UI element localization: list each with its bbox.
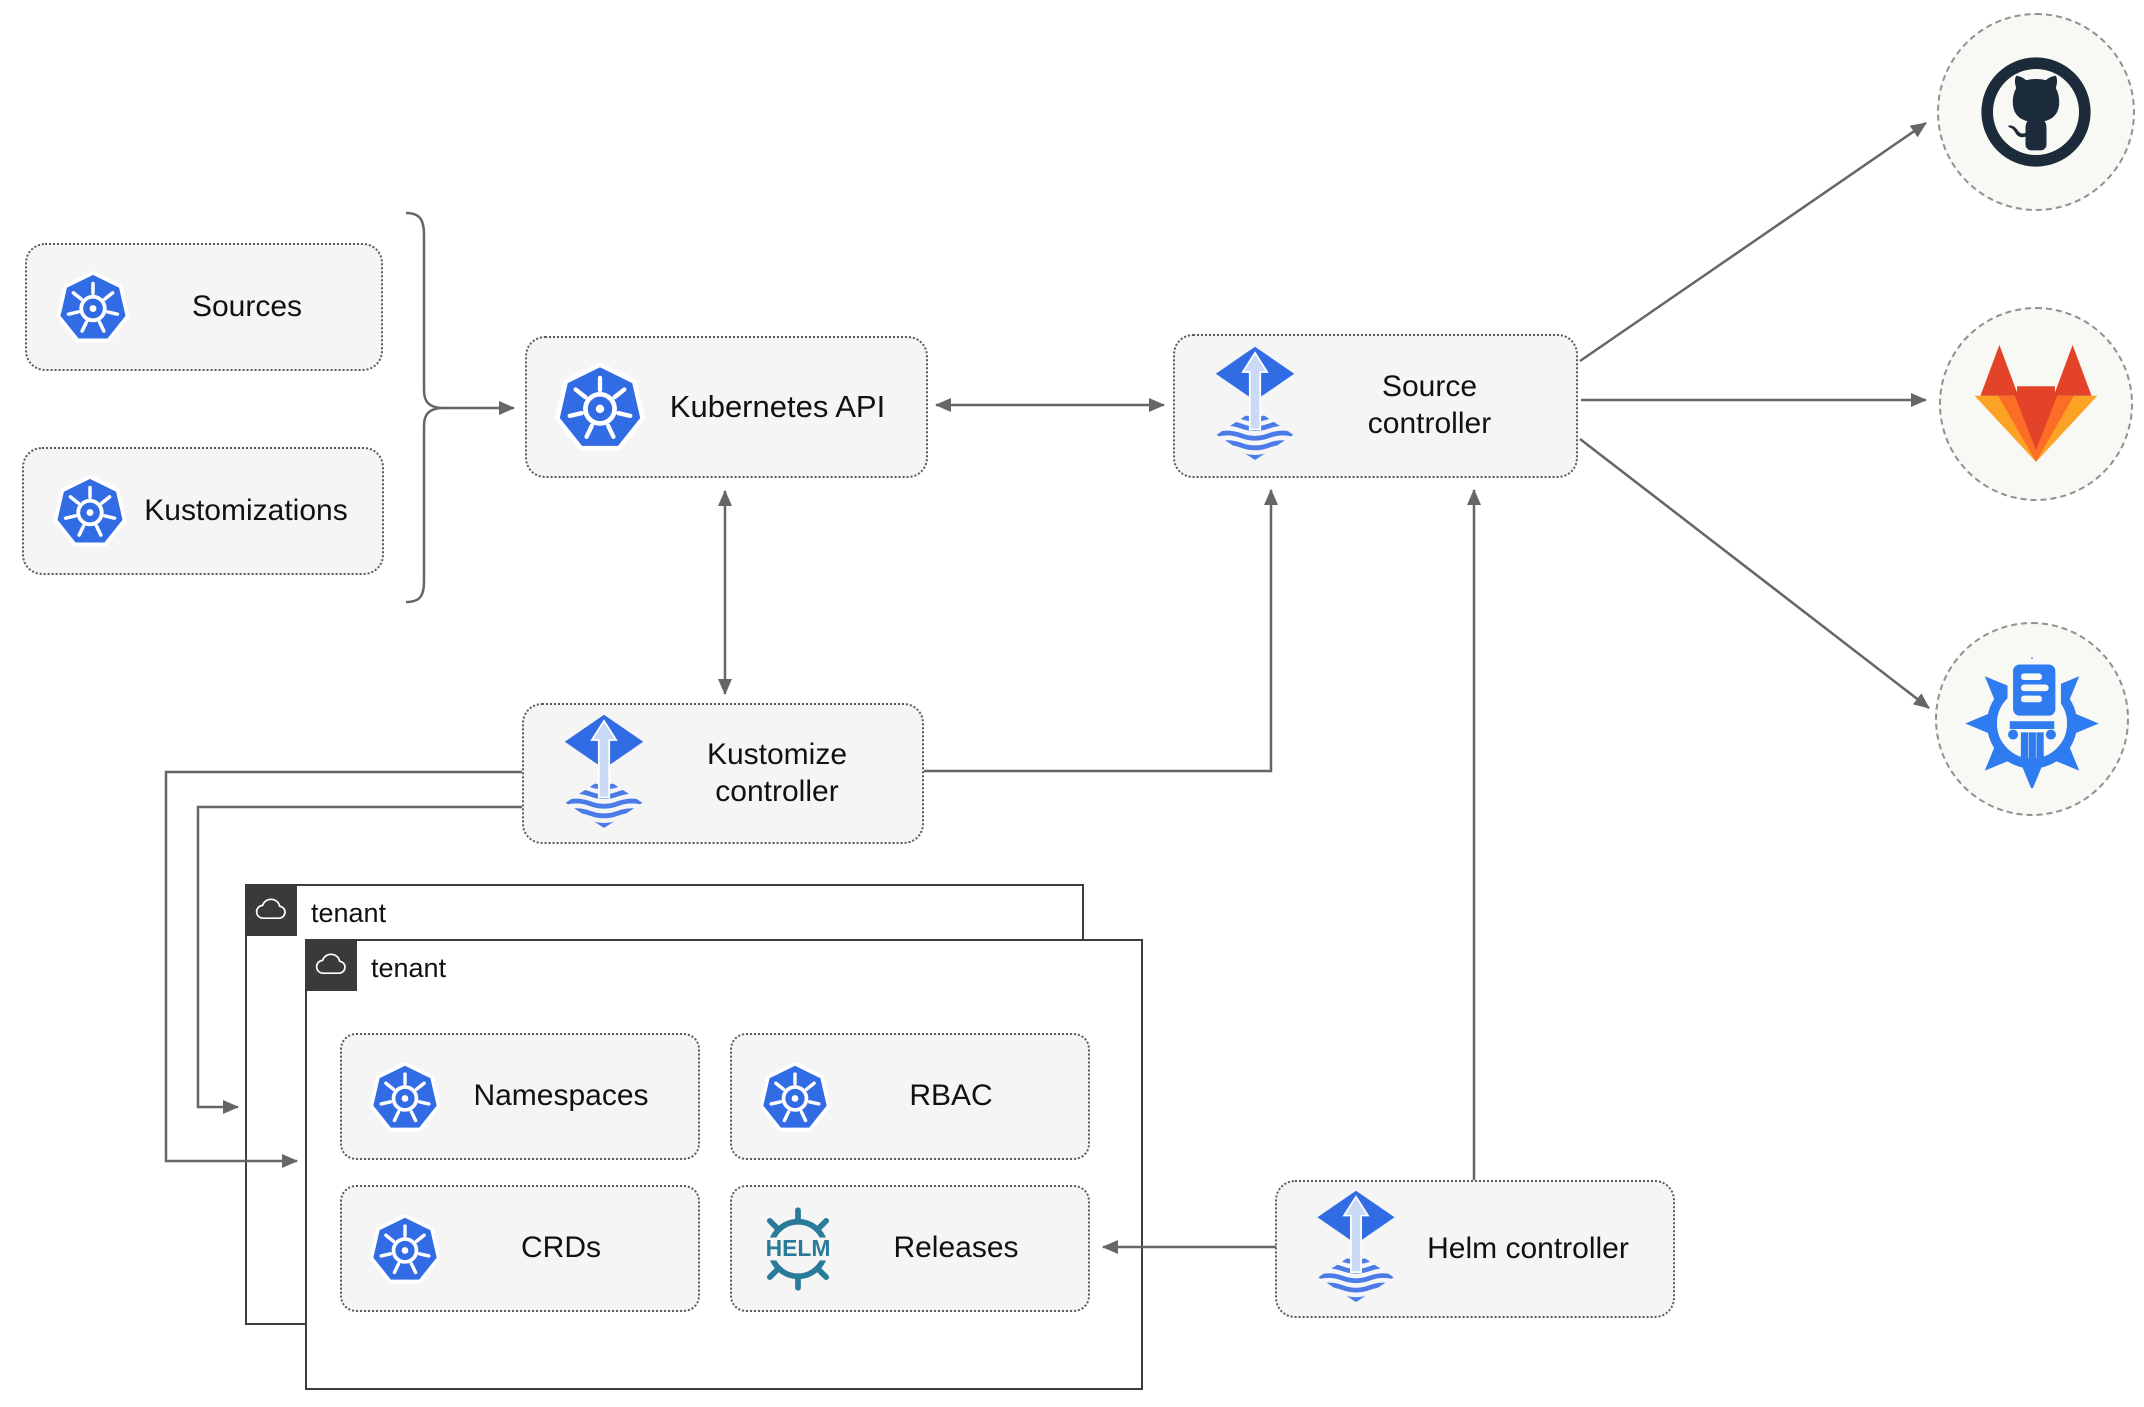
node-label: Sources — [191, 289, 303, 323]
node-label: Source controller — [1301, 369, 1576, 442]
tenant-label: tenant — [311, 898, 387, 928]
node-label: Releases — [893, 1231, 1019, 1265]
node-sources: Sources — [25, 243, 383, 371]
node-label: Helm controller — [1401, 1231, 1673, 1268]
github-icon — [1981, 57, 2091, 167]
tenant-tag — [304, 938, 357, 991]
tenant-box-front: tenant — [304, 938, 1143, 1390]
node-label: RBAC — [909, 1079, 993, 1113]
helm-icon: HELM — [754, 1205, 842, 1293]
node-label: Kubernetes API — [669, 389, 886, 425]
node-label: CRDs — [521, 1231, 601, 1265]
node-kubernetes-api: Kubernetes API — [525, 336, 928, 478]
arrow-source-to-helmrepo — [1579, 438, 1930, 709]
node-helm-controller: Helm controller — [1275, 1180, 1675, 1318]
kubernetes-icon — [55, 269, 131, 345]
node-kustomize-controller: Kustomize controller — [522, 703, 924, 844]
node-crds: CRDs — [340, 1185, 700, 1312]
kubernetes-icon — [368, 1060, 442, 1134]
node-label: Kustomizations — [144, 493, 348, 527]
node-source-controller: Source controller — [1173, 334, 1578, 478]
kubernetes-icon — [368, 1212, 442, 1286]
arrow-source-to-github — [1579, 121, 1927, 363]
node-rbac: RBAC — [730, 1033, 1090, 1160]
gitlab-destination — [1939, 307, 2133, 501]
flux-icon — [1311, 1189, 1401, 1309]
flux-icon — [1209, 345, 1301, 467]
node-label: Kustomize controller — [650, 737, 922, 810]
node-label-text: Helm controller — [1427, 1231, 1629, 1265]
node-kustomizations: Kustomizations — [22, 447, 384, 575]
node-namespaces: Namespaces — [340, 1033, 700, 1160]
cloud-icon — [314, 951, 348, 978]
kubernetes-icon — [758, 1060, 832, 1134]
node-releases: HELM Releases — [730, 1185, 1090, 1312]
flux-icon — [558, 713, 650, 835]
chartmuseum-icon — [1965, 656, 2099, 788]
tenant-label: tenant — [371, 953, 447, 983]
node-label-text: Source controller — [1367, 370, 1492, 440]
gitlab-icon — [1974, 344, 2098, 462]
tenant-tag — [244, 883, 297, 936]
cloud-icon — [254, 896, 288, 923]
helm-repository-destination — [1935, 622, 2129, 816]
brace-connector — [405, 211, 442, 604]
helm-logo-text: HELM — [766, 1235, 831, 1261]
node-label-text: Kustomize controller — [706, 737, 848, 808]
github-destination — [1937, 13, 2135, 211]
kubernetes-icon — [52, 473, 128, 549]
kubernetes-icon — [553, 360, 647, 454]
node-label: Namespaces — [473, 1079, 649, 1113]
arrow-kustomize-to-source — [924, 489, 1278, 773]
